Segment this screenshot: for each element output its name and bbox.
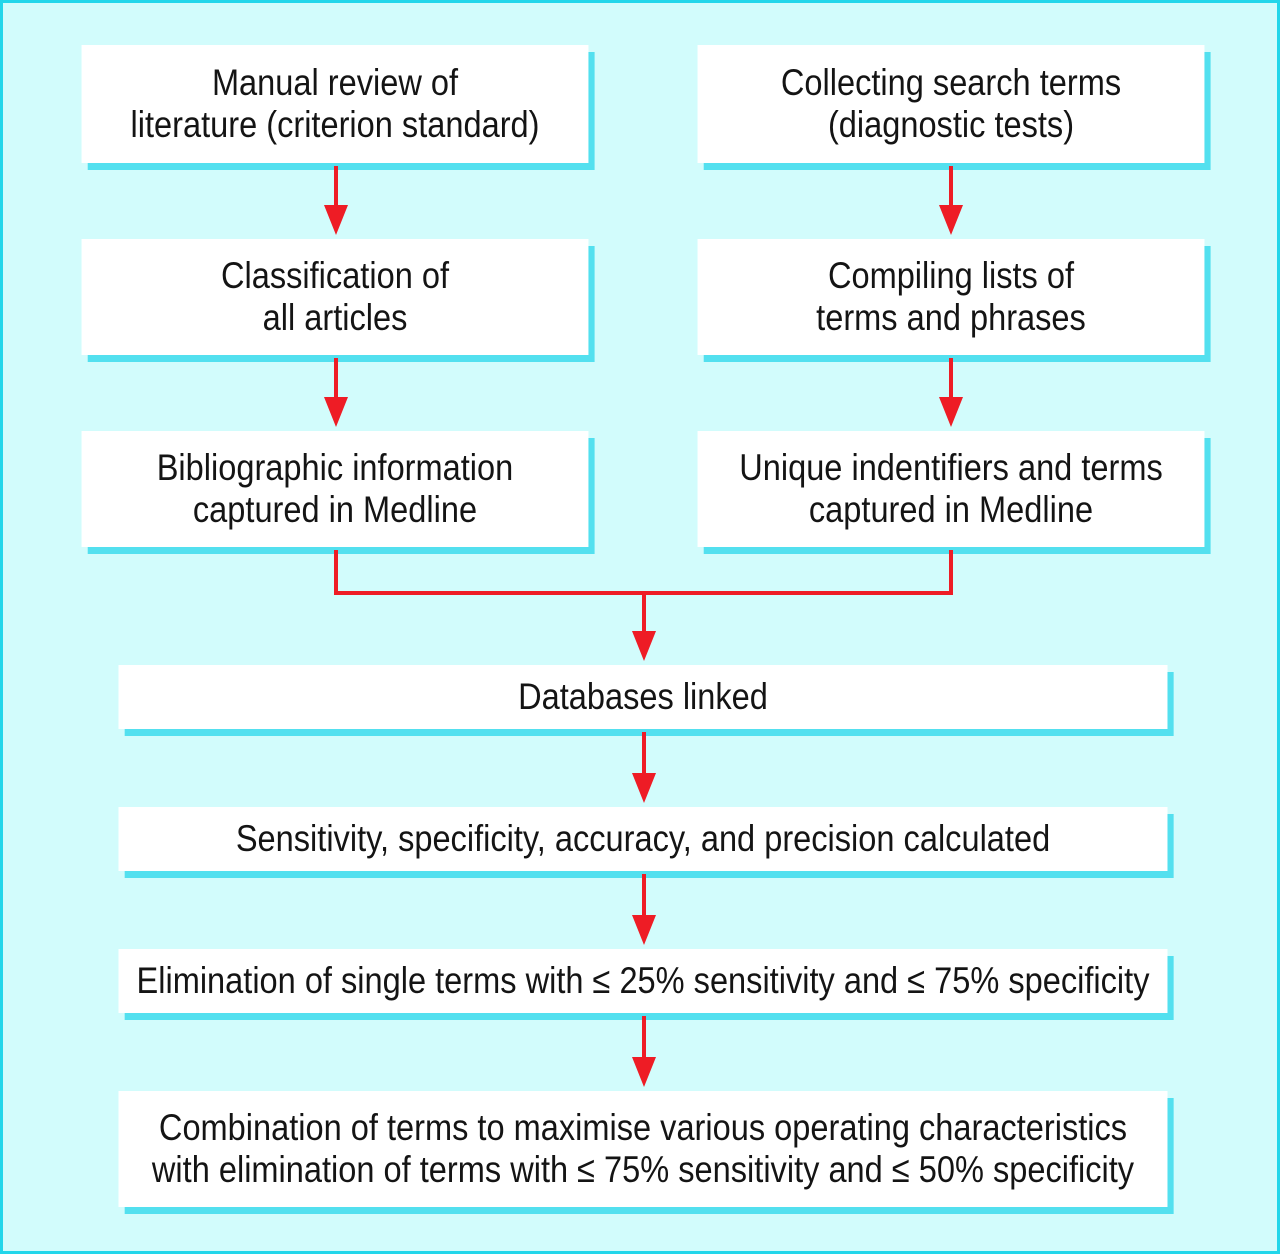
- box-line: Unique indentifiers and terms: [739, 447, 1163, 488]
- box-line: literature (criterion standard): [130, 104, 540, 145]
- box-manual-review: Manual review of literature (criterion s…: [81, 45, 589, 163]
- arrow-head: [939, 205, 963, 235]
- box-combination-of-terms: Combination of terms to maximise various…: [118, 1091, 1168, 1207]
- box-line: captured in Medline: [808, 489, 1094, 530]
- box-line: captured in Medline: [192, 489, 478, 530]
- box-unique-identifiers: Unique indentifiers and terms captured i…: [697, 431, 1205, 547]
- box-line: Classification of: [220, 255, 450, 296]
- box-line: (diagnostic tests): [827, 104, 1075, 145]
- arrow-head: [632, 773, 656, 803]
- arrow-head: [324, 205, 348, 235]
- box-line: terms and phrases: [816, 297, 1086, 338]
- arrow-head: [632, 915, 656, 945]
- box-classification: Classification of all articles: [81, 239, 589, 355]
- box-line: Combination of terms to maximise various…: [158, 1107, 1128, 1148]
- box-line: Collecting search terms: [780, 62, 1122, 103]
- box-line: with elimination of terms with ≤ 75% sen…: [151, 1149, 1135, 1190]
- merge-connector: [334, 550, 953, 595]
- arrow-head: [324, 397, 348, 427]
- box-databases-linked: Databases linked: [118, 665, 1168, 729]
- box-line: Databases linked: [518, 676, 768, 717]
- box-sensitivity-calculated: Sensitivity, specificity, accuracy, and …: [118, 807, 1168, 871]
- box-compiling-lists: Compiling lists of terms and phrases: [697, 239, 1205, 355]
- box-line: Elimination of single terms with ≤ 25% s…: [136, 960, 1150, 1001]
- arrow-head: [939, 397, 963, 427]
- arrow-head: [632, 631, 656, 661]
- box-collecting-search-terms: Collecting search terms (diagnostic test…: [697, 45, 1205, 163]
- box-line: Bibliographic information: [156, 447, 514, 488]
- box-line: Manual review of: [211, 62, 459, 103]
- box-line: Sensitivity, specificity, accuracy, and …: [235, 818, 1051, 859]
- box-line: all articles: [262, 297, 408, 338]
- arrow-head: [632, 1057, 656, 1087]
- box-bibliographic-information: Bibliographic information captured in Me…: [81, 431, 589, 547]
- box-elimination-single-terms: Elimination of single terms with ≤ 25% s…: [118, 949, 1168, 1013]
- box-line: Compiling lists of: [827, 255, 1075, 296]
- connector-arrows: [324, 166, 963, 1087]
